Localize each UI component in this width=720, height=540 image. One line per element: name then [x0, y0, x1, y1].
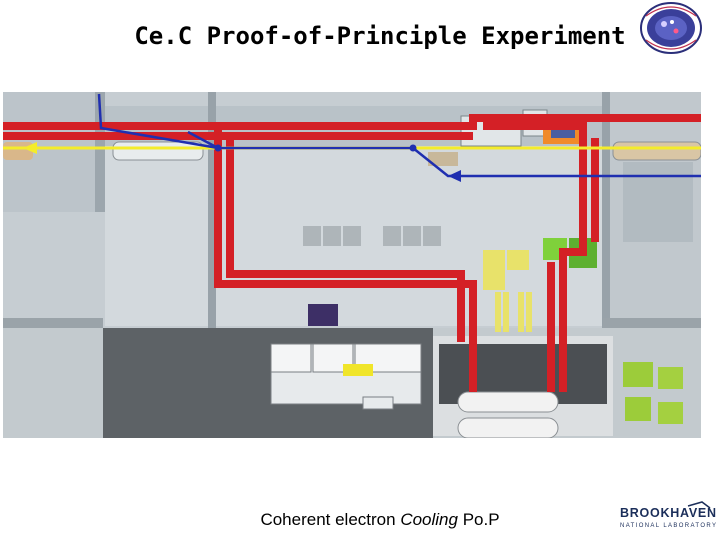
footer-text-part3: Po.P: [457, 510, 500, 529]
doe-seal-icon: [632, 0, 710, 56]
svg-text:NATIONAL LABORATORY: NATIONAL LABORATORY: [620, 523, 716, 529]
bnl-logo-icon: BROOKHAVEN NATIONAL LABORATORY: [618, 500, 718, 532]
slide-footer: Coherent electron Cooling Po.P: [200, 510, 560, 530]
svg-text:BROOKHAVEN: BROOKHAVEN: [620, 506, 716, 520]
facility-layout-image: [3, 92, 701, 438]
footer-text-italic: Cooling: [400, 510, 458, 529]
footer-text-part1: Coherent electron: [260, 510, 401, 529]
slide-title: Ce.C Proof-of-Principle Experiment: [134, 22, 626, 50]
